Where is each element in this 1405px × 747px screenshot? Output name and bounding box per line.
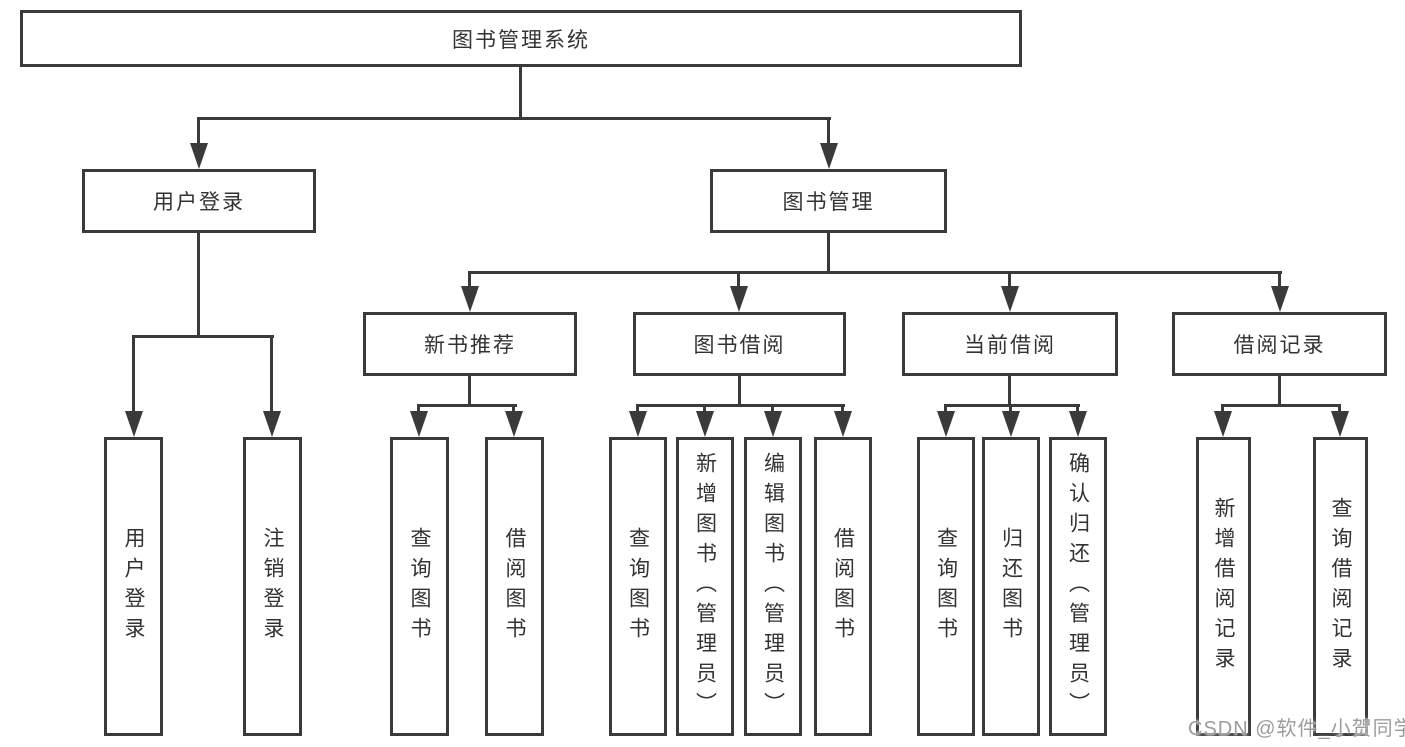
leaf-current-query: 查询图书 [917, 437, 975, 736]
connector-drop-book-borrow [737, 271, 740, 289]
leaf-record-query: 查询借阅记录 [1313, 437, 1368, 736]
arrow-down-br-add [1214, 411, 1232, 437]
leaf-borrow-borrow: 借阅图书 [814, 437, 872, 736]
connector-drop-newbook-borrow [512, 404, 515, 414]
leaf-borrow-query-label: 查询图书 [626, 526, 650, 647]
arrow-down-cb-return [1002, 411, 1020, 437]
node-borrow-record-label: 借阅记录 [1233, 334, 1326, 357]
leaf-newbook-borrow-label: 借阅图书 [503, 526, 526, 647]
leaf-current-return: 归还图书 [982, 437, 1040, 736]
connector-book-management-stem [827, 230, 830, 274]
connector-current-borrow-hline [944, 404, 1080, 407]
arrow-down-borrow-record [1271, 286, 1289, 312]
connector-drop-user-login [197, 117, 200, 145]
arrow-down-bb-edit [764, 411, 782, 437]
arrow-down-user-login [190, 143, 208, 169]
leaf-borrow-query: 查询图书 [609, 437, 667, 736]
leaf-logout-label: 注销登录 [261, 526, 284, 647]
leaf-borrow-borrow-label: 借阅图书 [831, 526, 855, 647]
leaf-newbook-query-label: 查询图书 [408, 526, 431, 647]
connector-book-management-hline [468, 271, 1282, 274]
arrow-down-br-query [1331, 411, 1349, 437]
node-current-borrow-label: 当前借阅 [964, 334, 1056, 357]
connector-drop-cb-return [1009, 404, 1012, 414]
arrow-down-bb-add [696, 411, 714, 437]
connector-borrow-record-stem [1278, 374, 1281, 407]
connector-drop-bb-edit [771, 404, 774, 414]
leaf-user-login: 用户登录 [104, 437, 163, 736]
leaf-current-query-label: 查询图书 [934, 526, 958, 647]
node-root-label: 图书管理系统 [452, 28, 590, 52]
leaf-borrow-add-admin-label: 新增图书（管理员） [693, 451, 717, 722]
leaf-record-add-label: 新增借阅记录 [1212, 496, 1235, 677]
leaf-record-add: 新增借阅记录 [1196, 437, 1251, 736]
node-book-borrow: 图书借阅 [633, 312, 846, 376]
arrow-down-new-book [461, 286, 479, 312]
connector-drop-current-borrow [1008, 271, 1011, 289]
node-current-borrow: 当前借阅 [902, 312, 1118, 376]
arrow-down-bb-borrow [834, 411, 852, 437]
arrow-down-newbook-borrow [505, 411, 523, 437]
connector-root-stem [519, 65, 522, 120]
connector-drop-br-query [1338, 404, 1341, 414]
connector-current-borrow-stem [1008, 374, 1011, 407]
leaf-newbook-query: 查询图书 [390, 437, 449, 736]
connector-drop-leaf-user-login [132, 335, 135, 414]
arrow-down-newbook-query [410, 411, 428, 437]
leaf-current-return-label: 归还图书 [999, 526, 1023, 647]
csdn-watermark: CSDN @软件_小贺同学 [1188, 718, 1405, 740]
leaf-borrow-edit-admin: 编辑图书（管理员） [744, 437, 802, 736]
leaf-current-confirm-admin-label: 确认归还（管理员） [1066, 451, 1090, 722]
connector-drop-bb-add [703, 404, 706, 414]
connector-book-borrow-stem [738, 374, 741, 407]
leaf-logout: 注销登录 [243, 437, 302, 736]
leaf-current-confirm-admin: 确认归还（管理员） [1049, 437, 1107, 736]
connector-drop-bb-borrow [841, 404, 844, 414]
node-new-book-recommend: 新书推荐 [363, 312, 577, 376]
connector-drop-leaf-logout [270, 335, 273, 414]
node-book-management-label: 图书管理 [782, 191, 875, 214]
connector-new-book-hline [417, 404, 517, 407]
connector-borrow-record-hline [1221, 404, 1341, 407]
leaf-newbook-borrow: 借阅图书 [485, 437, 544, 736]
arrow-down-leaf-user-login [125, 411, 143, 437]
connector-drop-new-book [468, 271, 471, 289]
arrow-down-cb-confirm [1069, 411, 1087, 437]
connector-user-login-hline [132, 335, 274, 338]
leaf-borrow-add-admin: 新增图书（管理员） [676, 437, 734, 736]
connector-drop-borrow-record [1278, 271, 1281, 289]
node-root: 图书管理系统 [20, 10, 1022, 67]
connector-drop-cb-query [944, 404, 947, 414]
node-user-login: 用户登录 [82, 169, 316, 233]
arrow-down-cb-query [937, 411, 955, 437]
connector-book-borrow-hline [636, 404, 845, 407]
connector-drop-book-management [827, 117, 830, 145]
connector-user-login-stem [197, 230, 200, 338]
leaf-user-login-label: 用户登录 [122, 526, 145, 647]
arrow-down-leaf-logout [263, 411, 281, 437]
leaf-record-query-label: 查询借阅记录 [1329, 496, 1352, 677]
connector-drop-cb-confirm [1076, 404, 1079, 414]
node-user-login-label: 用户登录 [153, 191, 245, 214]
arrow-down-bb-query [629, 411, 647, 437]
node-book-borrow-label: 图书借阅 [693, 334, 786, 357]
leaf-borrow-edit-admin-label: 编辑图书（管理员） [761, 451, 785, 722]
arrow-down-book-borrow [730, 286, 748, 312]
arrow-down-book-management [820, 143, 838, 169]
connector-drop-bb-query [636, 404, 639, 414]
connector-drop-newbook-query [417, 404, 420, 414]
connector-root-hline [197, 117, 831, 120]
connector-new-book-stem [468, 374, 471, 407]
connector-drop-br-add [1221, 404, 1224, 414]
node-borrow-record: 借阅记录 [1172, 312, 1387, 376]
arrow-down-current-borrow [1001, 286, 1019, 312]
node-new-book-recommend-label: 新书推荐 [424, 334, 516, 357]
node-book-management: 图书管理 [710, 169, 947, 233]
